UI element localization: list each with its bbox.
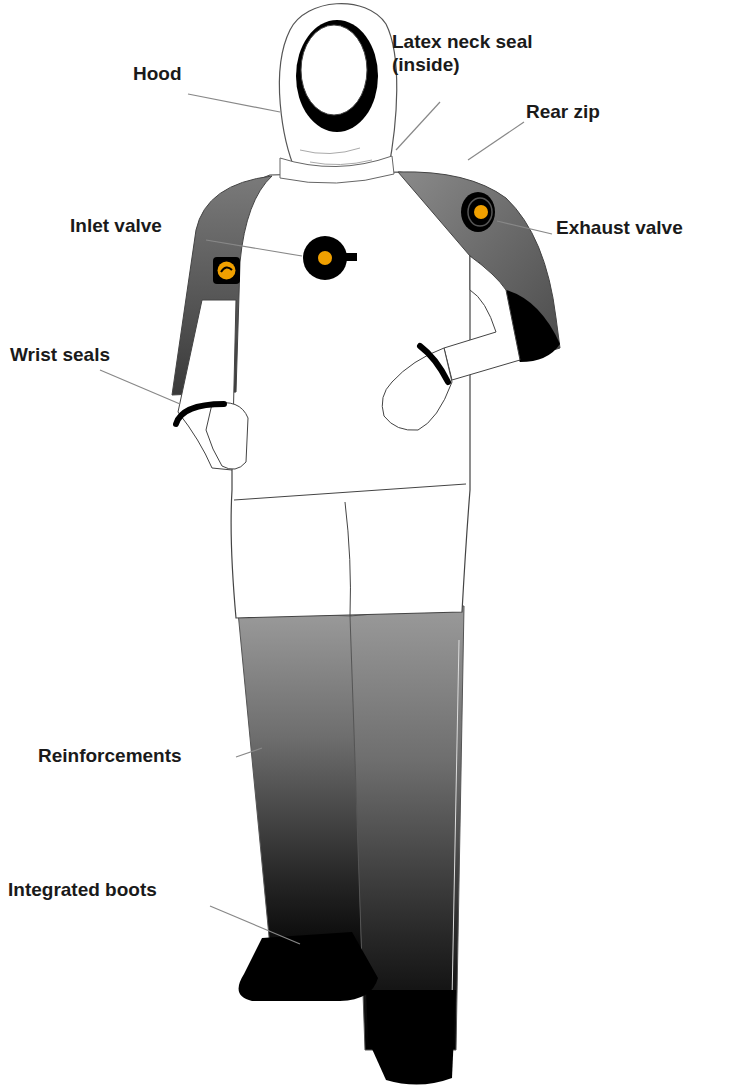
part-label: Wrist seals [10, 343, 110, 366]
wrist-seal [176, 404, 224, 424]
crotch-seam [345, 502, 350, 616]
part-label: Hood [133, 62, 182, 85]
left-hand [206, 403, 248, 470]
face-seal [296, 20, 378, 132]
waist-seam [234, 484, 466, 500]
hood [279, 4, 396, 172]
part-label: Integrated boots [8, 878, 157, 901]
part-label: Reinforcements [38, 744, 182, 767]
integrated-boots [239, 932, 456, 1085]
shoulder-valve [213, 257, 240, 284]
part-label: Latex neck seal (inside) [392, 30, 562, 76]
face-opening [301, 25, 367, 115]
right-forearm [444, 256, 520, 380]
inlet-valve [303, 236, 357, 280]
suit-torso [231, 172, 470, 618]
neck-band [280, 156, 394, 183]
wrist-seal [420, 346, 448, 382]
part-label: Exhaust valve [556, 216, 683, 239]
leg-reinforcement [238, 606, 464, 1050]
neck-folds [300, 148, 372, 165]
right-hand [382, 348, 452, 430]
part-label: Rear zip [526, 100, 600, 123]
leader-lines [100, 94, 552, 944]
part-label: Inlet valve [70, 214, 162, 237]
exhaust-valve [461, 192, 495, 232]
